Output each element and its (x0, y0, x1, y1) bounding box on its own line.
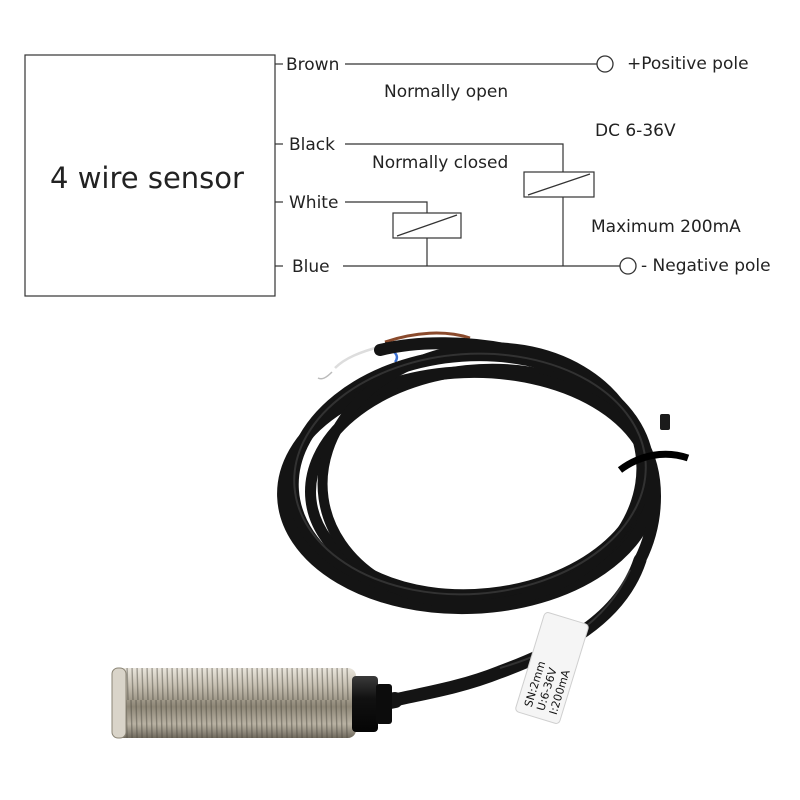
sensor-label: 4 wire sensor (50, 161, 244, 195)
wiring-diagram: 4 wire sensor Brown Black White Blue +Po… (24, 54, 771, 297)
normally-open-label: Normally open (384, 82, 508, 102)
cable-tie (617, 450, 690, 473)
wire-label-blue: Blue (292, 257, 330, 277)
wire-label-white: White (289, 193, 338, 213)
wire-strand (317, 371, 333, 380)
load-symbol (523, 171, 595, 198)
positive-pole-label: +Positive pole (627, 54, 749, 74)
sensor-box (24, 54, 276, 297)
load-symbol (392, 212, 462, 239)
cable-tie-head (660, 414, 670, 430)
sensor-photo: SN:2mm U:6-36V I:200mA (111, 331, 690, 739)
wire-label-black: Black (289, 135, 335, 155)
coiled-cable (277, 337, 661, 712)
negative-terminal (619, 257, 637, 275)
voltage-label: DC 6-36V (595, 121, 676, 141)
positive-terminal (596, 55, 614, 73)
white-line (345, 201, 428, 213)
sensor-cap (352, 676, 392, 732)
negative-pole-label: - Negative pole (641, 256, 771, 276)
normally-closed-label: Normally closed (372, 153, 508, 173)
sensor-barrel (111, 667, 356, 739)
wire-label-brown: Brown (286, 55, 339, 75)
black-line (345, 143, 564, 172)
brown-wire (384, 331, 471, 344)
max-current-label: Maximum 200mA (591, 217, 741, 237)
